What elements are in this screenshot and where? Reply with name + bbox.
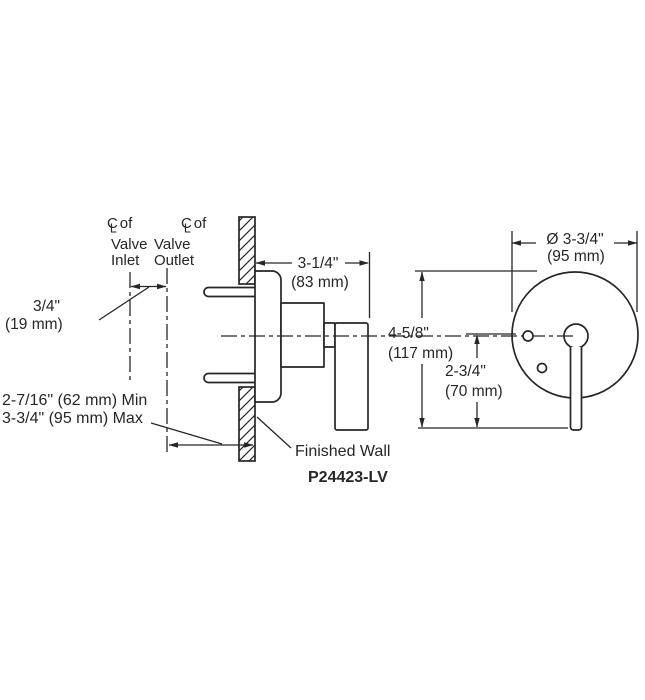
cl-of-valve-inlet-line3: Inlet: [111, 252, 140, 269]
centerlines: [129, 268, 577, 452]
part-number: P24423-LV: [308, 469, 388, 486]
diverter-button: [522, 330, 534, 342]
arrowhead-left-icon: [255, 260, 265, 266]
supply-pipe-bottom: [203, 372, 255, 384]
dim-diameter-metric: (95 mm): [547, 248, 605, 265]
side-view: [203, 216, 369, 462]
rough-in-leader-line: [150, 422, 223, 445]
trim-sleeve: [280, 302, 325, 368]
dim-center-to-end-value: 2-3/4": [445, 363, 486, 380]
arrowhead-left-icon: [168, 442, 178, 448]
handle-front: [569, 347, 583, 431]
finished-wall-leader-line: [256, 416, 292, 449]
dimension-lines: [98, 231, 638, 449]
arrowhead-right-icon: [244, 442, 254, 448]
wall-section-top: [238, 216, 256, 285]
arrowhead-right-icon: [628, 240, 638, 246]
centerline-symbol-icon: L: [110, 222, 117, 236]
wall-section-bottom: [238, 386, 256, 462]
cl-of-valve-outlet-line2: Valve: [154, 236, 190, 253]
dim-overall-height-metric: (117 mm): [388, 345, 453, 362]
of-label: of: [120, 215, 133, 232]
dim-offset-metric: (19 mm): [5, 316, 63, 333]
arrowhead-up-icon: [474, 334, 480, 344]
dim-wall-to-handle-value: 3-1/4": [298, 255, 339, 272]
offset-leader-line: [98, 286, 150, 321]
dim-overall-height-value: 4-5/8": [388, 325, 429, 342]
finished-wall-label: Finished Wall: [295, 443, 390, 460]
arrowhead-up-icon: [419, 271, 425, 281]
arrowhead-down-icon: [419, 418, 425, 428]
dim-rough-in-max: 3-3/4" (95 mm) Max: [2, 410, 143, 427]
arrowhead-right-icon: [359, 260, 369, 266]
arrowhead-left-icon: [130, 283, 140, 290]
dim-diameter-value: Ø 3-3/4": [546, 231, 603, 248]
of-label: of: [194, 215, 207, 232]
screw-hole: [536, 362, 548, 374]
valve-stem: [323, 322, 336, 348]
supply-pipe-top: [203, 286, 255, 298]
front-view-details: [522, 330, 583, 431]
escutcheon-side: [254, 270, 282, 403]
height-extension-lines: [415, 270, 568, 429]
dim-wall-to-handle-metric: (83 mm): [291, 274, 349, 291]
arrowhead-right-icon: [157, 283, 167, 290]
centerline-symbol-icon: C: [181, 215, 192, 232]
cl-of-valve-inlet-line2: Valve: [111, 236, 147, 253]
cl-of-valve-outlet-line3: Outlet: [154, 252, 195, 269]
dim-offset-value: 3/4": [33, 298, 60, 315]
centerline-symbol-icon: L: [184, 222, 191, 236]
arrowhead-down-icon: [474, 418, 480, 428]
handle-side: [334, 322, 369, 431]
arrowhead-left-icon: [511, 240, 521, 246]
dim-rough-in-min: 2-7/16" (62 mm) Min: [2, 392, 147, 409]
dim-center-to-end-metric: (70 mm): [445, 383, 503, 400]
centerline-symbol-icon: C: [107, 215, 118, 232]
